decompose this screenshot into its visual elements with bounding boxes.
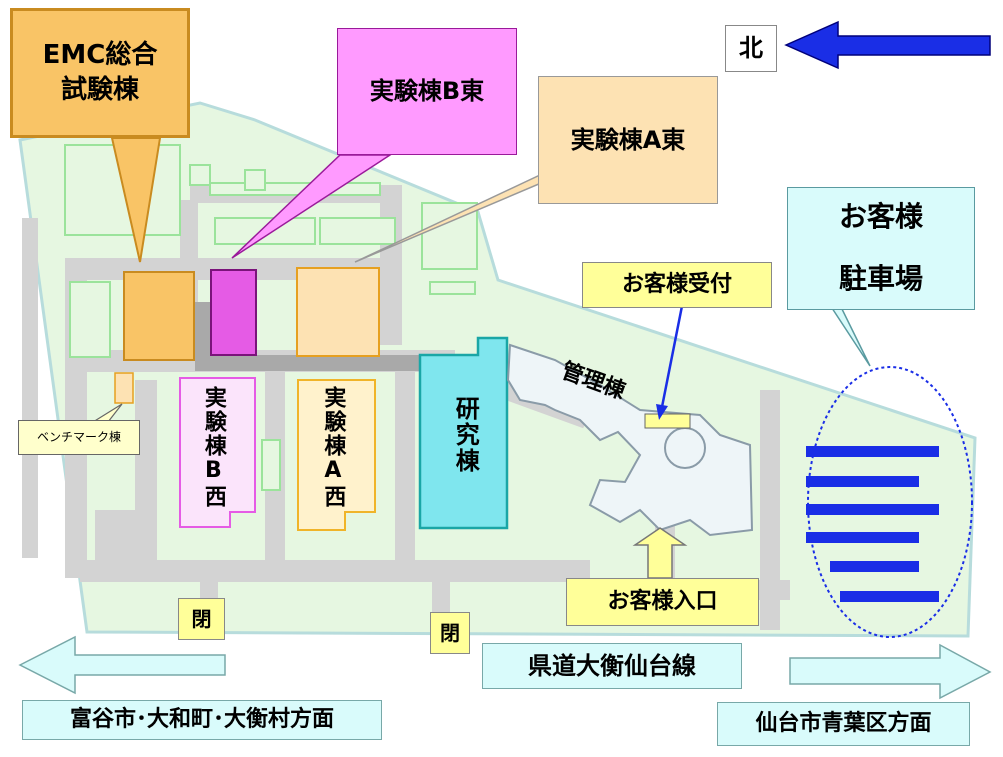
north-label: 北 xyxy=(725,25,777,72)
north-arrow-icon xyxy=(784,20,991,70)
admin-building xyxy=(506,343,754,537)
a-east-building xyxy=(296,267,380,357)
admin-rotunda xyxy=(664,427,706,469)
parking-callout: お客様 駐車場 xyxy=(787,187,975,310)
research-building xyxy=(418,336,509,530)
reception-marker xyxy=(644,413,691,429)
parking-area-outline xyxy=(807,366,973,638)
b-west-label: 実験棟B西 xyxy=(200,386,226,509)
parking-bars xyxy=(806,446,939,602)
corridor-vertical xyxy=(195,302,211,362)
entrance-arrow xyxy=(632,527,688,579)
a-west-label: 実験棟A西 xyxy=(320,386,346,509)
reception-callout: お客様受付 xyxy=(582,262,772,308)
b-west-building xyxy=(179,377,256,528)
left-direction-arrow xyxy=(18,635,226,695)
reception-arrowhead xyxy=(656,404,668,420)
research-label: 研究棟 xyxy=(451,396,480,474)
emc-building xyxy=(123,271,195,361)
right-direction-arrow xyxy=(789,643,992,700)
a-west-building xyxy=(297,379,376,531)
corridor xyxy=(195,355,420,371)
prefectural-road-label: 県道大衡仙台線 xyxy=(482,643,742,689)
parking-callout-pointer xyxy=(828,304,871,367)
bench-building xyxy=(114,372,134,404)
bench-callout: ベンチマーク棟 xyxy=(18,420,140,455)
gate-1-label: 閉 xyxy=(178,598,225,640)
emc-callout: EMC総合 試験棟 xyxy=(10,8,190,138)
gate-2-label: 閉 xyxy=(430,612,470,654)
b-east-callout: 実験棟B東 xyxy=(337,28,517,155)
entrance-callout: お客様入口 xyxy=(566,578,759,626)
emc-callout-pointer xyxy=(110,137,162,263)
a-east-callout: 実験棟A東 xyxy=(538,76,718,204)
right-direction-label: 仙台市青葉区方面 xyxy=(717,702,970,746)
b-east-callout-pointer xyxy=(231,154,393,259)
reception-arrow xyxy=(659,305,684,413)
left-direction-label: 富谷市･大和町･大衡村方面 xyxy=(22,700,382,740)
b-east-building xyxy=(210,269,257,356)
